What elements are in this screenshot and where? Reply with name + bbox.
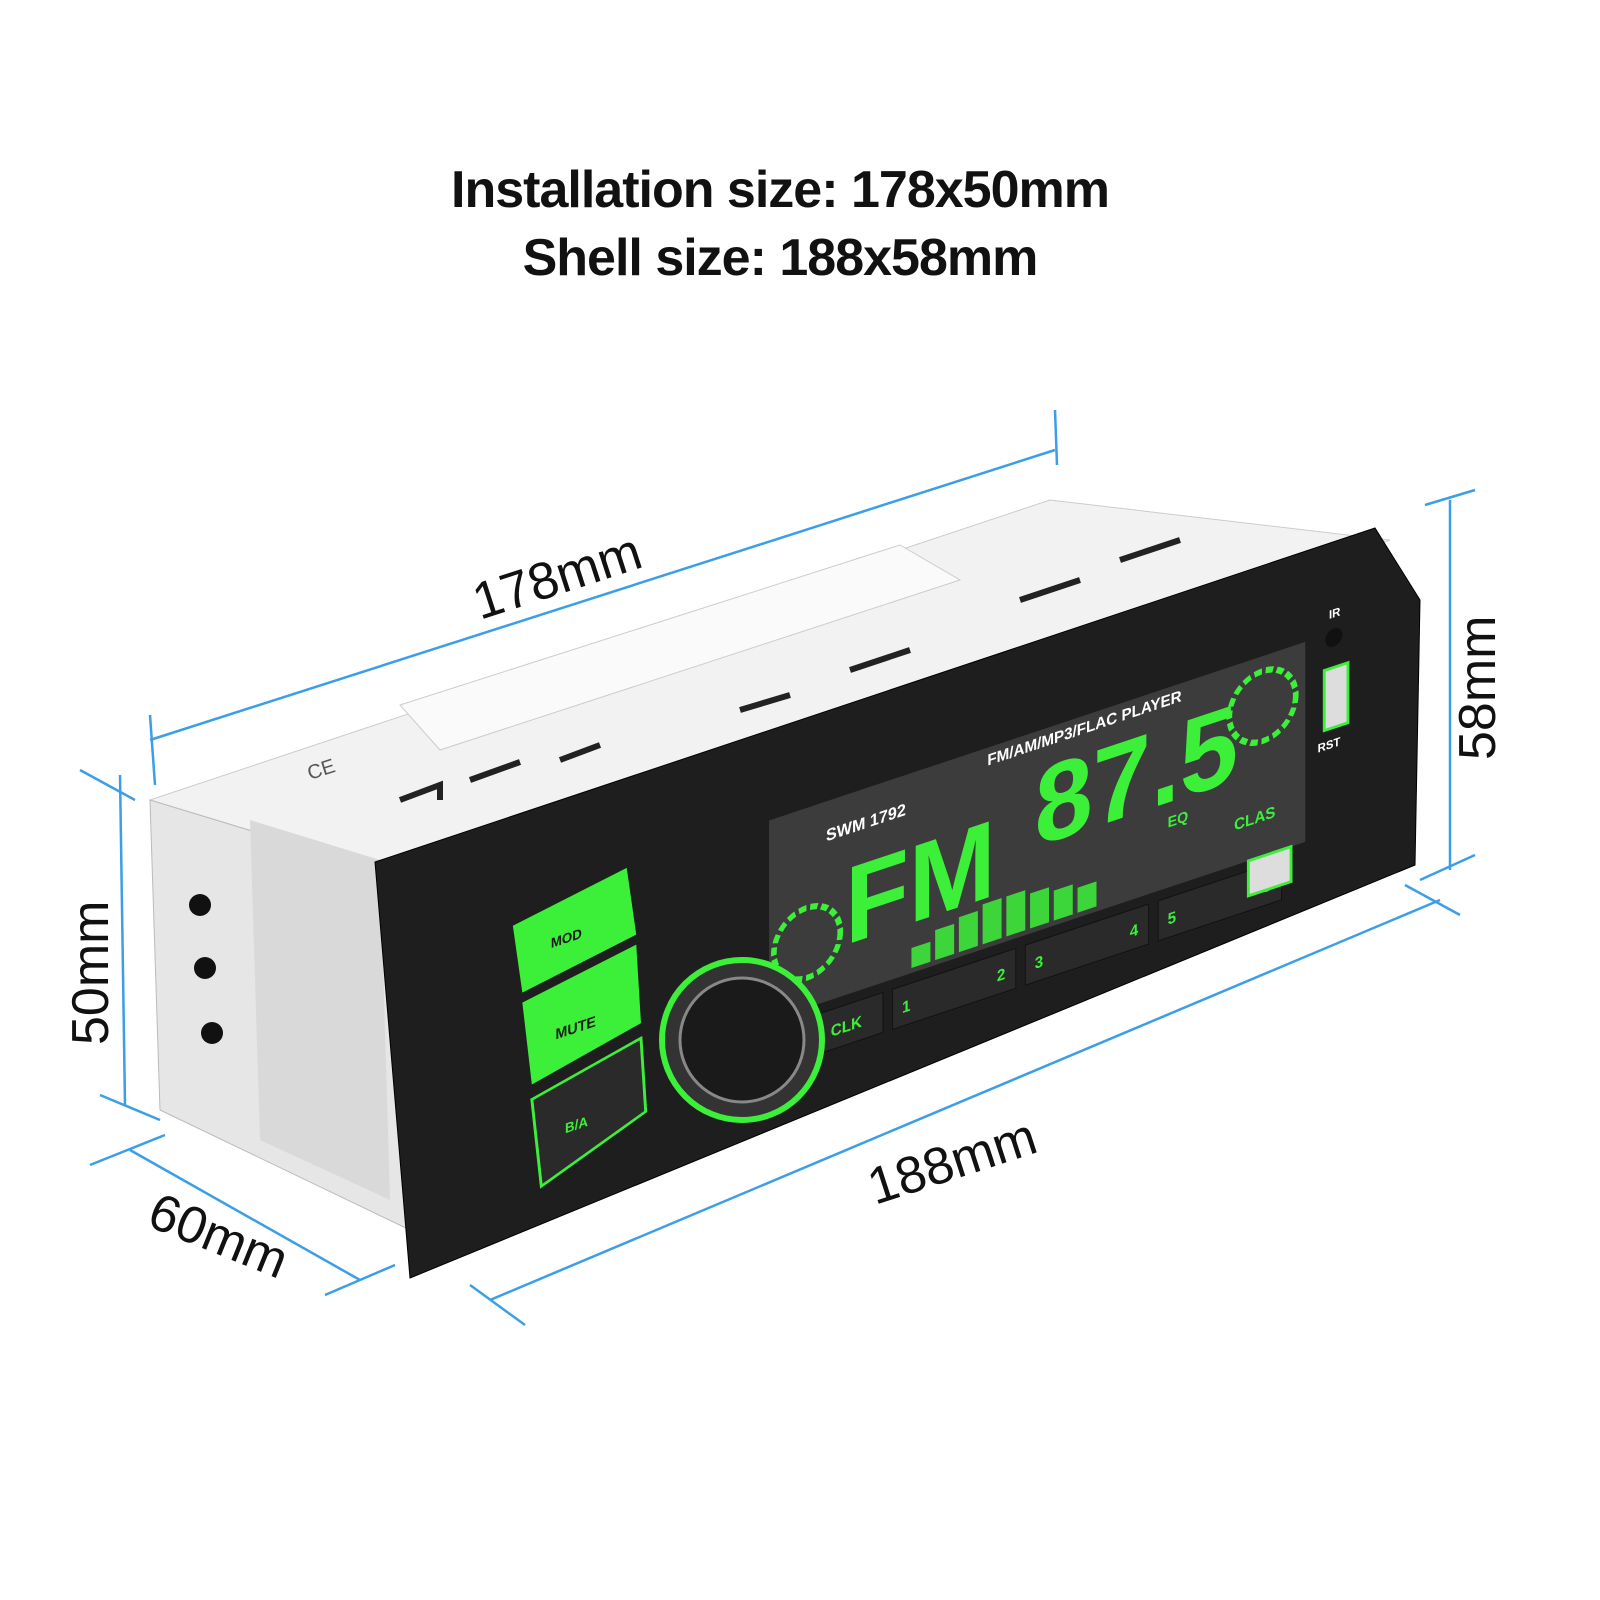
- eq-bars: [911, 881, 1097, 969]
- speaker-icon-right: [1226, 666, 1299, 746]
- shell-size-heading: Shell size: 188x58mm: [522, 229, 1039, 287]
- lcd-display: [769, 641, 1306, 1021]
- installation-size-heading: Installation size: 178x50mm: [451, 161, 1110, 219]
- speaker-icon-left: [770, 902, 844, 983]
- chassis: CE: [148, 499, 1391, 1231]
- dimension-178mm: 178mm: [466, 523, 649, 632]
- preset-label-5: 5: [1168, 909, 1177, 929]
- preset-button-1-2[interactable]: [891, 947, 1017, 1031]
- dimension-58mm: 58mm: [1449, 616, 1507, 760]
- ir-label: IR: [1329, 604, 1341, 622]
- dimension-lines: [79, 409, 1476, 1327]
- preset-label-3: 3: [1035, 953, 1044, 973]
- ba-button[interactable]: [530, 1035, 648, 1190]
- preset-label-1: 1: [902, 997, 911, 1017]
- mod-button[interactable]: [512, 865, 637, 996]
- usb-port-front[interactable]: [1246, 844, 1293, 898]
- dimension-50mm: 50mm: [62, 901, 120, 1045]
- eq-label: EQ: [1168, 808, 1189, 832]
- preset-label-4: 4: [1130, 922, 1139, 942]
- usb-port-top[interactable]: [1322, 660, 1350, 733]
- preset-label-2: 2: [997, 966, 1006, 986]
- dimension-188mm: 188mm: [861, 1108, 1044, 1217]
- ba-label: B/A: [565, 1113, 588, 1137]
- ir-sensor: [1325, 627, 1343, 647]
- mute-button[interactable]: [522, 943, 641, 1088]
- front-panel: SWM 1792 FM/AM/MP3/FLAC PLAYER FM 87.5 E…: [374, 527, 1421, 1279]
- preset-button-3-4[interactable]: [1024, 903, 1150, 986]
